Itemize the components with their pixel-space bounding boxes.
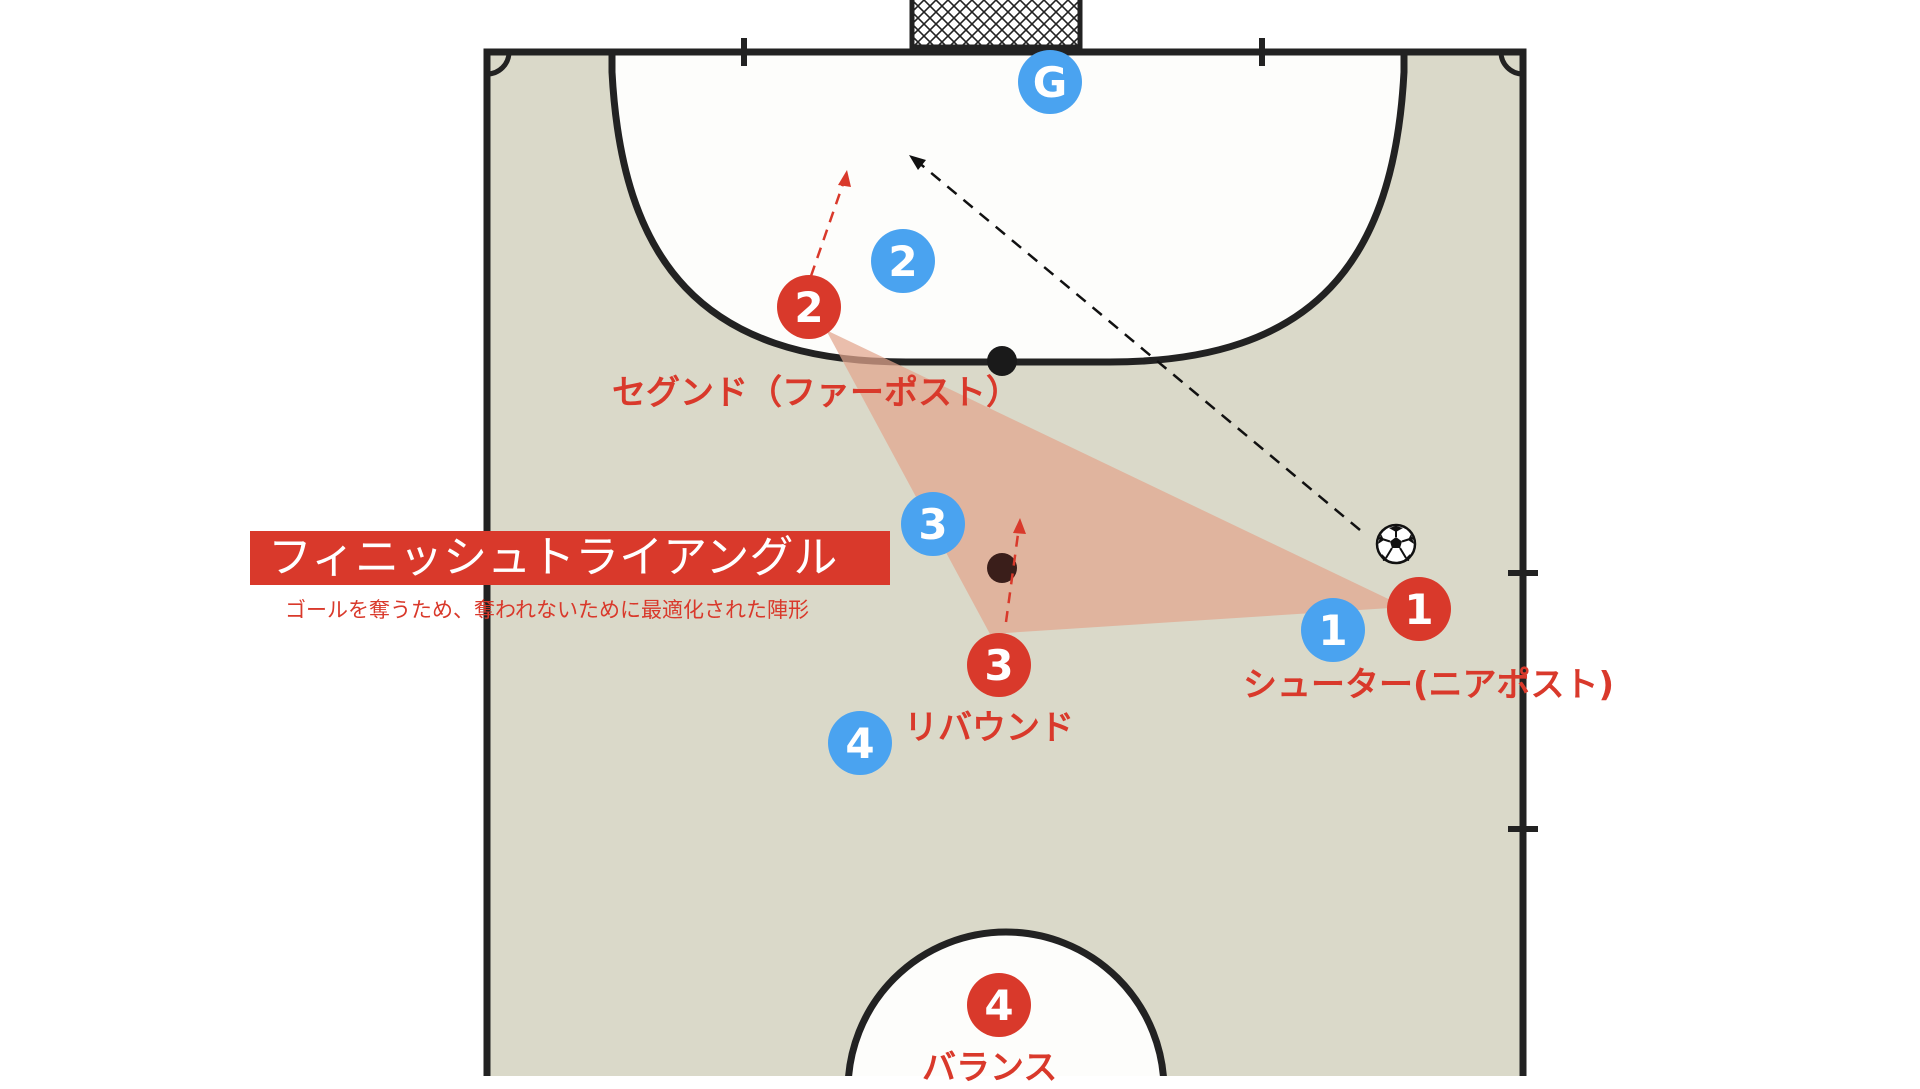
rebound-run-arrow <box>1004 533 1020 623</box>
rebound-run-arrowhead <box>1013 518 1026 534</box>
red-player-4-marker: 4 <box>967 973 1031 1037</box>
red-player-3-marker: 3 <box>967 633 1031 697</box>
role-label-balance: バランス <box>922 1048 1058 1088</box>
goalkeeper-blue-marker: G <box>1018 50 1082 114</box>
red-player-1-marker: 1 <box>1387 577 1451 641</box>
second-run-arrowhead <box>838 170 851 187</box>
corner-arc-right <box>1498 51 1524 77</box>
penalty-spot <box>987 346 1017 376</box>
blue-player-1-marker: 1 <box>1301 598 1365 662</box>
goal-net <box>909 0 1083 50</box>
soccer-ball-icon <box>1375 523 1417 565</box>
shot-arrowhead <box>909 155 926 170</box>
red-player-2-marker: 2 <box>777 275 841 339</box>
finish-triangle <box>826 330 1405 634</box>
penalty-area <box>608 48 1408 366</box>
role-label-second: セグンド（ファーポスト） <box>612 373 1020 413</box>
diagram-subtitle: ゴールを奪うため、奪われないために最適化された陣形 <box>285 598 809 622</box>
second-run-arrow <box>809 183 845 277</box>
blue-player-2-marker: 2 <box>871 229 935 293</box>
blue-player-4-marker: 4 <box>828 711 892 775</box>
diagram-title: フィニッシュトライアングル <box>250 531 890 585</box>
shot-path-arrow <box>917 161 1361 531</box>
blue-player-3-marker: 3 <box>901 492 965 556</box>
corner-arc-left <box>486 51 512 77</box>
second-penalty-mark <box>987 553 1017 583</box>
role-label-shooter: シューター(ニアポスト) <box>1243 665 1615 705</box>
role-label-rebound: リバウンド <box>904 708 1074 748</box>
